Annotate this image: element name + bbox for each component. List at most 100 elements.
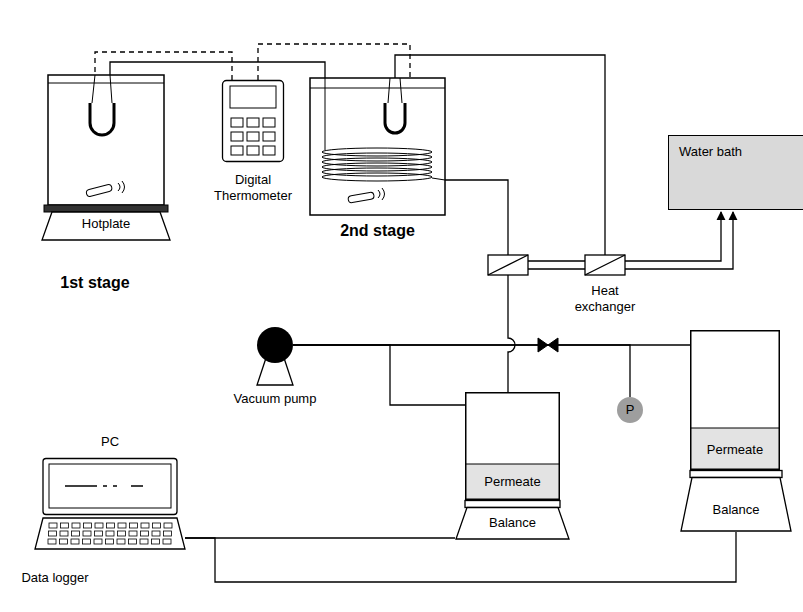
key: [60, 531, 68, 536]
key: [263, 118, 275, 127]
stir-motion: [118, 181, 125, 193]
coolant-pipe: [528, 261, 585, 269]
node-label: Permeate: [465, 474, 560, 490]
heat-exchanger-symbol: [585, 255, 625, 275]
screen-panel: [49, 464, 171, 508]
bath-vessel: [310, 78, 445, 215]
cooling-coil: [322, 163, 432, 171]
key: [61, 523, 69, 528]
key: [106, 539, 114, 544]
node-label: 2nd stage: [310, 221, 445, 240]
cooling-coil: [322, 148, 432, 156]
laptop-screen: [43, 459, 177, 515]
pump-symbol: [257, 327, 293, 363]
key: [141, 523, 149, 528]
line-connector: [293, 345, 630, 397]
key: [95, 523, 103, 528]
probe-u: [90, 103, 114, 135]
liquid-level: [310, 88, 445, 89]
line-connector: [185, 537, 455, 538]
key: [263, 146, 275, 155]
key: [84, 523, 92, 528]
key: [118, 531, 126, 536]
outlet-tube: [445, 180, 508, 255]
valve-symbol: [538, 338, 558, 352]
permeate-vessel: [691, 331, 780, 470]
permeate-vessel: [466, 393, 560, 500]
key: [117, 539, 125, 544]
permeate-liquid: [691, 428, 780, 470]
key: [83, 531, 91, 536]
node-outline: [310, 78, 445, 215]
thermometer-body: [223, 81, 284, 162]
node-heading: Data logger: [5, 570, 105, 586]
node-outline: [680, 470, 792, 532]
key: [72, 523, 80, 528]
screen-dash: [65, 485, 97, 487]
balance-body: [456, 508, 569, 540]
node-outline: [257, 327, 293, 385]
permeate-container: Permeate: [465, 392, 560, 500]
cooling-coil: [322, 158, 432, 166]
balance: Balance: [680, 470, 792, 532]
key: [152, 531, 160, 536]
coolant-return: [625, 212, 721, 261]
key: [141, 531, 149, 536]
probe-u: [385, 103, 405, 133]
key: [164, 523, 172, 528]
node-label: PC: [35, 434, 185, 450]
key: [71, 539, 79, 544]
stir-bar: [86, 184, 113, 197]
heat-exchanger-symbol: [488, 255, 625, 275]
digital-thermometer: Digital Thermometer: [222, 80, 284, 162]
screen-dash: [103, 485, 107, 487]
display: [230, 86, 276, 108]
vacuum-pump: Vacuum pump: [257, 327, 293, 385]
hotplate-stage: Hotplate1st stage: [40, 75, 172, 240]
balance-pan: [690, 471, 782, 478]
key: [153, 523, 161, 528]
key: [94, 539, 102, 544]
balance: Balance: [455, 500, 570, 540]
key: [49, 523, 57, 528]
key: [118, 523, 126, 528]
node-label: Water bath: [679, 144, 789, 160]
key: [95, 531, 103, 536]
key: [231, 118, 243, 127]
second-stage-bath: 2nd stage: [310, 78, 445, 215]
node-label: Balance: [680, 502, 792, 518]
balance-body: [681, 478, 791, 532]
node-label: Hotplate: [40, 216, 172, 232]
key: [247, 146, 259, 155]
stir-bar: [348, 192, 375, 203]
node-label: Permeate: [690, 442, 780, 458]
heat-exchanger-symbol: [585, 255, 625, 275]
permeate-container: Permeate: [690, 330, 780, 470]
coil-inlet: [325, 78, 326, 150]
pressure-gauge: P: [617, 397, 643, 423]
node-label: Digital Thermometer: [203, 172, 303, 203]
key: [140, 539, 148, 544]
liquid-level: [465, 464, 560, 465]
heat-exchanger-symbol: [488, 255, 528, 275]
coil-outlet: [432, 178, 445, 180]
node-outline: [222, 80, 284, 162]
key: [60, 539, 68, 544]
key: [83, 539, 91, 544]
key: [247, 118, 259, 127]
key: [129, 539, 137, 544]
water-bath: Water bath: [668, 135, 803, 210]
screen-dash: [113, 485, 117, 487]
key: [163, 539, 171, 544]
stir-motion: [378, 188, 385, 200]
key: [231, 132, 243, 141]
node-heading: 1st stage: [30, 273, 160, 292]
cooling-coil: [322, 168, 432, 176]
node-label: P: [617, 402, 643, 418]
liquid-level: [48, 83, 164, 84]
key: [72, 531, 80, 536]
node-label: Balance: [455, 515, 570, 531]
key: [107, 523, 115, 528]
key: [130, 523, 138, 528]
part-label: Heat exchanger: [570, 283, 640, 314]
